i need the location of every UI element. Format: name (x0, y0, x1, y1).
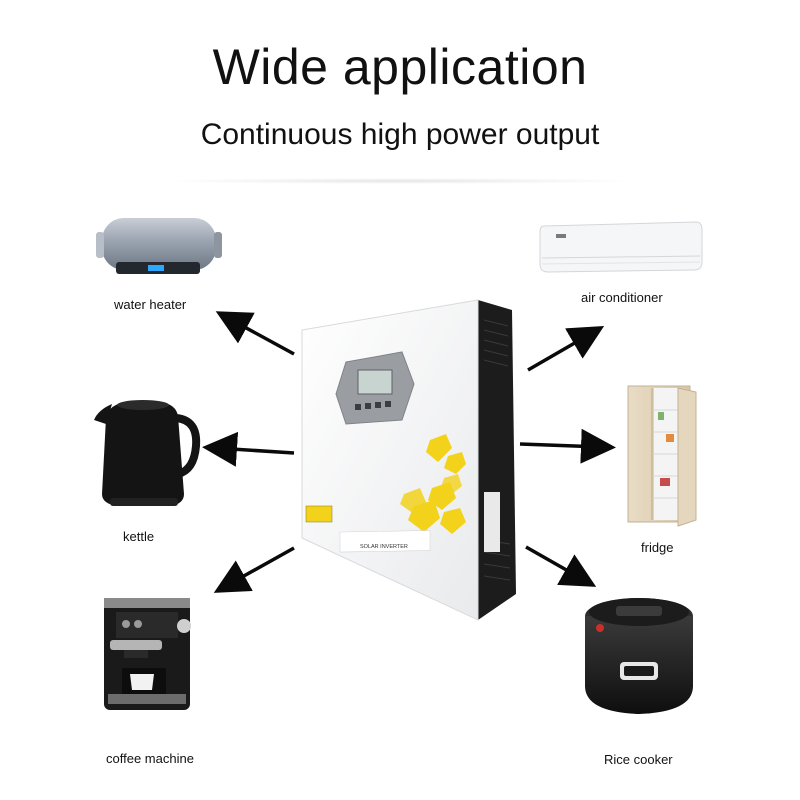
arrow-to-kettle (202, 431, 295, 467)
lcd-screen (357, 369, 393, 395)
product-label-plate (339, 530, 431, 553)
label-rice-cooker: Rice cooker (604, 752, 673, 767)
arrows (202, 311, 616, 593)
yellow-gem-pattern (400, 434, 466, 534)
label-coffee-machine: coffee machine (106, 751, 194, 766)
arrow-to-air-conditioner (527, 325, 605, 372)
inverter-buttons (355, 401, 391, 410)
page-subtitle: Continuous high power output (200, 118, 600, 151)
label-air-conditioner: air conditioner (581, 290, 663, 305)
water-heater-image (96, 218, 222, 274)
rice-cooker-image (585, 598, 693, 714)
page-title: Wide application (212, 39, 588, 95)
inverter-side-label (484, 492, 500, 552)
label-water-heater: water heater (114, 297, 187, 312)
arrow-to-rice-cooker (525, 545, 597, 587)
solar-inverter: SOLAR INVERTER (301, 299, 516, 621)
kettle-image (94, 400, 201, 506)
arrow-to-coffee-machine (213, 546, 295, 593)
coffee-machine-image (104, 598, 191, 710)
label-fridge: fridge (641, 540, 674, 555)
arrow-to-water-heater (215, 311, 295, 356)
label-kettle: kettle (123, 529, 155, 544)
arrow-to-fridge (519, 428, 616, 464)
product-label: SOLAR INVERTER (360, 544, 408, 550)
inverter-vents (483, 319, 511, 581)
inverter-side-panel (478, 300, 516, 620)
divider (160, 178, 640, 184)
fridge-image (627, 385, 697, 527)
warning-sticker (305, 505, 333, 523)
air-conditioner-image (539, 221, 703, 273)
